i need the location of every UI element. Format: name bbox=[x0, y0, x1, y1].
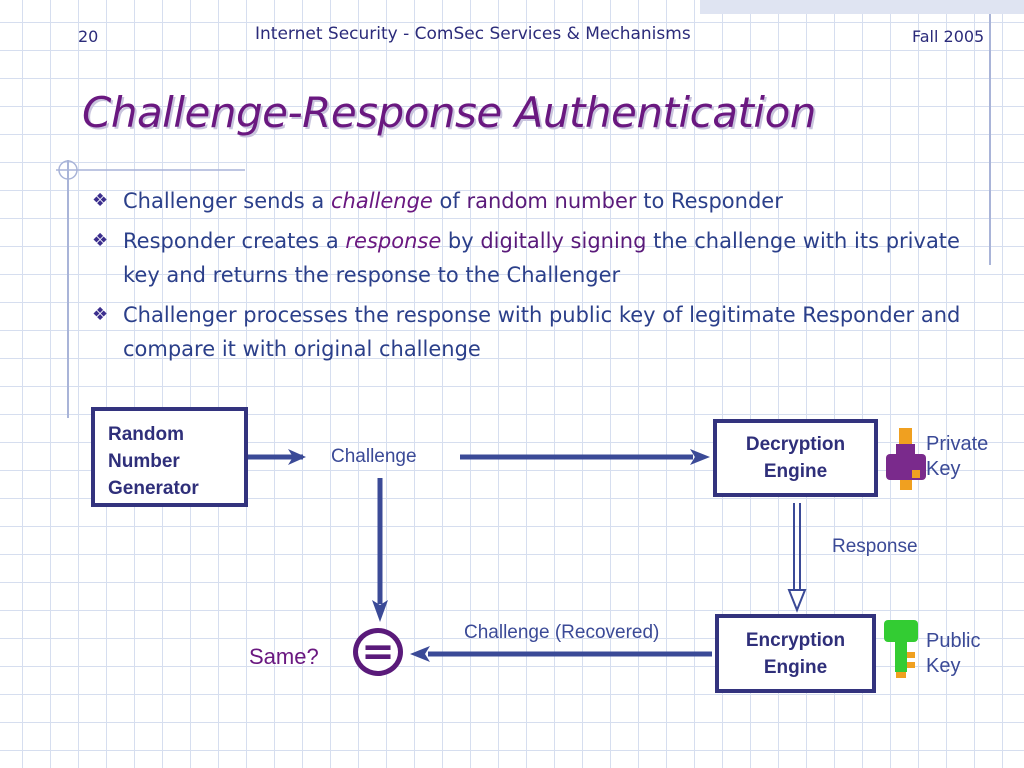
rng-line: Random bbox=[108, 424, 184, 445]
bullet-diamond-icon: ❖ bbox=[92, 230, 109, 251]
arrowhead bbox=[410, 646, 430, 662]
encryption-line: Encryption bbox=[745, 629, 846, 651]
course-title: Internet Security - ComSec Services & Me… bbox=[255, 24, 691, 44]
bullet-text-segment: of bbox=[432, 189, 467, 213]
challenge-label: Challenge bbox=[331, 446, 417, 467]
bullet-text-segment: response bbox=[345, 229, 442, 253]
rng-line: Number bbox=[108, 451, 180, 472]
decryption-line: Engine bbox=[763, 461, 828, 482]
slide-number: 20 bbox=[78, 27, 99, 46]
purple-key-icon bbox=[886, 428, 926, 490]
bullet-text-segment: Challenger processes the response with p… bbox=[123, 303, 961, 361]
bullet-text-segment: Responder creates a bbox=[123, 229, 346, 253]
public-key-line: Public bbox=[926, 630, 981, 652]
bullet-text-segment: to Responder bbox=[636, 189, 783, 213]
public-key-label: Public Key bbox=[926, 629, 980, 679]
private-key-line: Key bbox=[926, 458, 961, 480]
equals-compare-icon: = bbox=[353, 628, 403, 676]
random-number-generator-box: Random Number Generator bbox=[91, 407, 248, 507]
equals-symbol: = bbox=[361, 629, 395, 675]
bullet-item: ❖ Responder creates a response by digital… bbox=[92, 224, 992, 292]
encryption-engine-box: Encryption Engine bbox=[715, 614, 876, 693]
bullet-text-segment: digitally signing bbox=[480, 229, 647, 253]
response-label: Response bbox=[832, 536, 918, 557]
frame-top-band bbox=[700, 0, 1024, 14]
bullet-item: ❖ Challenger sends a challenge of random … bbox=[92, 184, 992, 218]
arrowhead bbox=[372, 600, 388, 622]
decryption-line: Decryption bbox=[745, 434, 846, 455]
bullet-text-segment: random number bbox=[466, 189, 637, 213]
frame-ring bbox=[58, 160, 78, 180]
rng-line: Generator bbox=[108, 478, 199, 499]
term-label: Fall 2005 bbox=[912, 27, 985, 46]
same-question-label: Same? bbox=[249, 644, 319, 669]
bullet-text-segment: challenge bbox=[330, 189, 433, 213]
bullet-item: ❖ Challenger processes the response with … bbox=[92, 298, 992, 366]
public-key-line: Key bbox=[926, 655, 961, 677]
recovered-label: Challenge (Recovered) bbox=[464, 622, 660, 643]
bullet-diamond-icon: ❖ bbox=[92, 304, 109, 325]
decryption-engine-box: Decryption Engine bbox=[713, 419, 878, 497]
arrowhead bbox=[787, 589, 807, 613]
slide-title: Challenge-Response Authentication bbox=[82, 88, 816, 137]
encryption-line: Engine bbox=[763, 656, 828, 678]
bullet-text-segment: the challenge with its private key and r… bbox=[123, 229, 960, 287]
private-key-line: Private bbox=[926, 433, 989, 455]
bullet-text-segment: by bbox=[441, 229, 481, 253]
arrowhead bbox=[690, 449, 710, 465]
bullet-diamond-icon: ❖ bbox=[92, 190, 109, 211]
bullet-list: ❖ Challenger sends a challenge of random … bbox=[92, 184, 992, 372]
green-key-icon bbox=[884, 620, 918, 678]
bullet-text-segment: Challenger sends a bbox=[123, 189, 331, 213]
private-key-label: Private Key bbox=[926, 432, 988, 482]
arrowhead bbox=[288, 449, 306, 465]
